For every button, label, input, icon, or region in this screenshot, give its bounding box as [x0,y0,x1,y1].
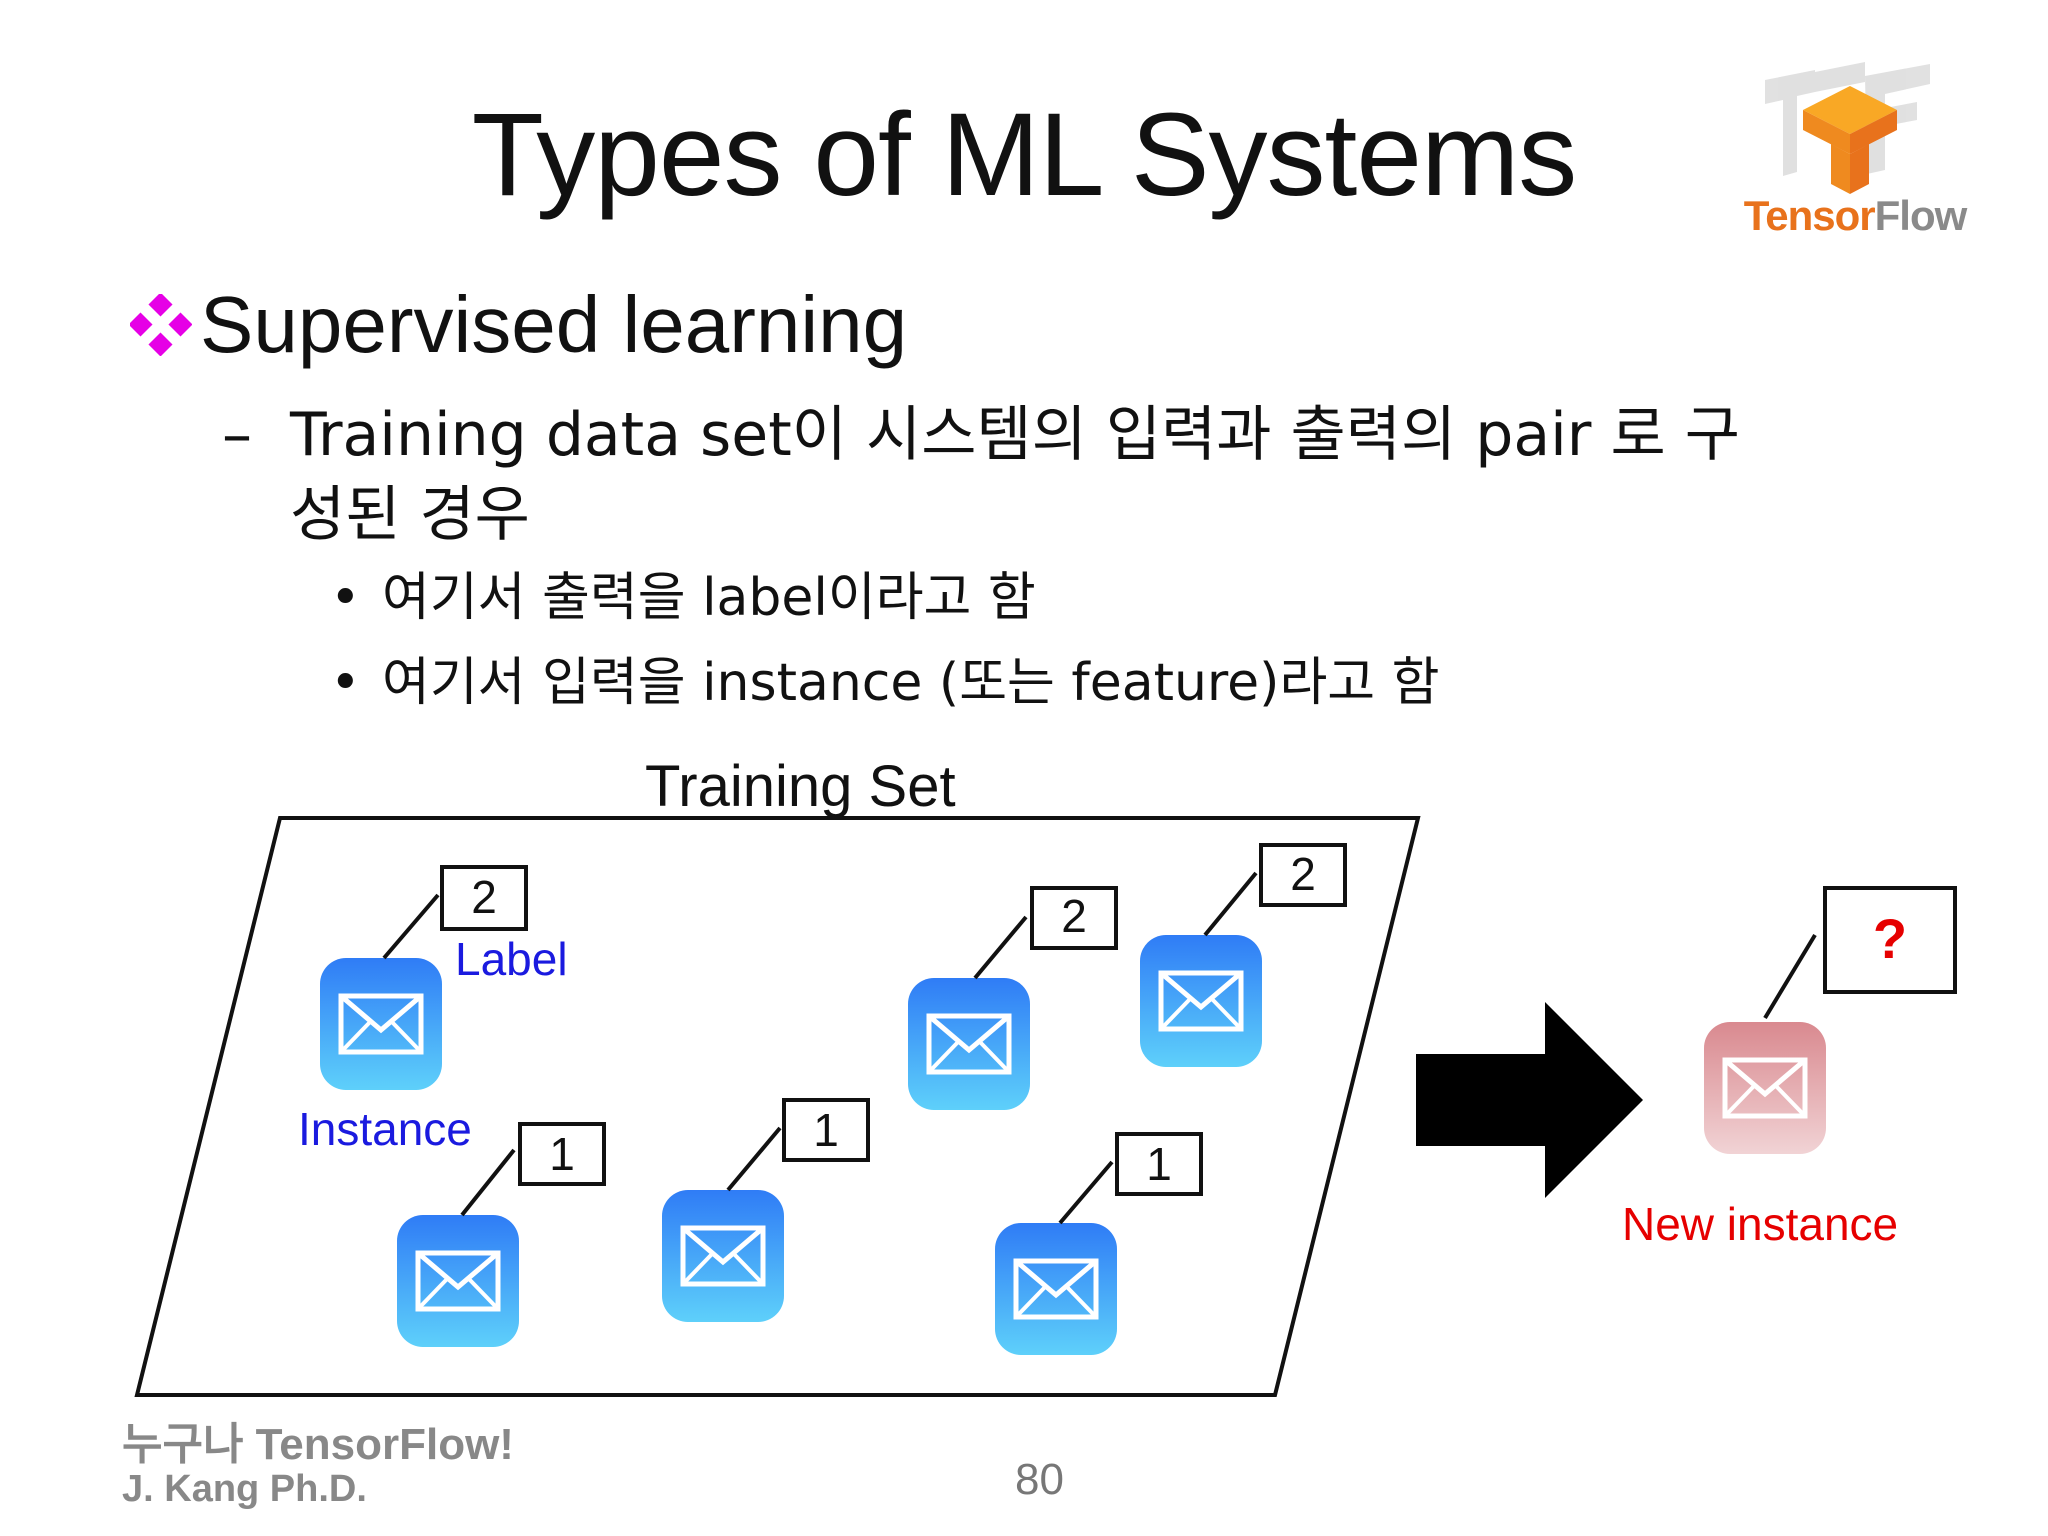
heading-text: Supervised learning [200,280,908,369]
label-value: 2 [1290,848,1316,900]
label-caption: Label [455,933,568,985]
unknown-label-value: ? [1873,907,1907,970]
bullet-item: • 여기서 출력을 label이라고 함 [330,563,1036,633]
instance-envelope-icon [908,978,1030,1110]
label-value: 2 [1061,890,1087,942]
right-arrow-icon [1416,1002,1643,1198]
section-heading: Supervised learning [128,275,908,375]
dash-marker: – [222,400,252,470]
diamond-bullet-icon [128,279,193,357]
new-instance-caption: New instance [1622,1198,1898,1250]
label-box: 1 [782,1098,870,1162]
label-box: 2 [440,865,528,931]
connector-line [1763,933,1817,1020]
label-box: 2 [1259,843,1347,907]
label-box: 2 [1030,886,1118,950]
wordmark-tensor: Tensor [1743,192,1876,239]
page-number: 80 [1015,1455,1064,1504]
instance-envelope-icon [995,1223,1117,1355]
label-box: 1 [1115,1132,1203,1196]
bullet-dot: • [330,568,361,628]
label-value: 1 [549,1128,575,1180]
sub-point: – Training data set이 시스템의 입력과 출력의 pair 로… [222,395,1782,555]
wordmark-flow: Flow [1874,192,1968,239]
bullet-text: 여기서 입력을 instance (또는 feature)라고 함 [382,653,1440,713]
connector-line [1058,1160,1114,1225]
label-value: 2 [471,871,497,923]
connector-line [726,1126,782,1192]
footer-course-name: 누구나 TensorFlow! [122,1420,514,1469]
instance-caption: Instance [298,1103,472,1155]
connector-line [382,893,440,960]
instance-envelope-icon [662,1190,784,1322]
connector-line [1203,871,1258,937]
new-instance-envelope-icon [1704,1022,1826,1154]
tensorflow-logo-icon [1745,62,1960,242]
sub-point-text: Training data set이 시스템의 입력과 출력의 pair 로 구… [290,400,1740,550]
connector-line [460,1148,516,1217]
tensorflow-wordmark: TensorFlow [1740,192,1970,240]
bullet-text: 여기서 출력을 label이라고 함 [382,568,1036,628]
label-box: 1 [518,1122,606,1186]
footer-author: J. Kang Ph.D. [122,1468,367,1510]
unknown-label-box: ? [1823,886,1957,994]
instance-envelope-icon [397,1215,519,1347]
training-set-title: Training Set [645,754,956,819]
instance-envelope-icon [1140,935,1262,1067]
training-set-frame [134,816,1421,1397]
bullet-dot: • [330,653,361,713]
slide-title: Types of ML Systems [471,89,1578,221]
label-value: 1 [813,1104,839,1156]
label-value: 1 [1146,1138,1172,1190]
connector-line [973,915,1028,980]
instance-envelope-icon [320,958,442,1090]
bullet-item: • 여기서 입력을 instance (또는 feature)라고 함 [330,648,1440,718]
